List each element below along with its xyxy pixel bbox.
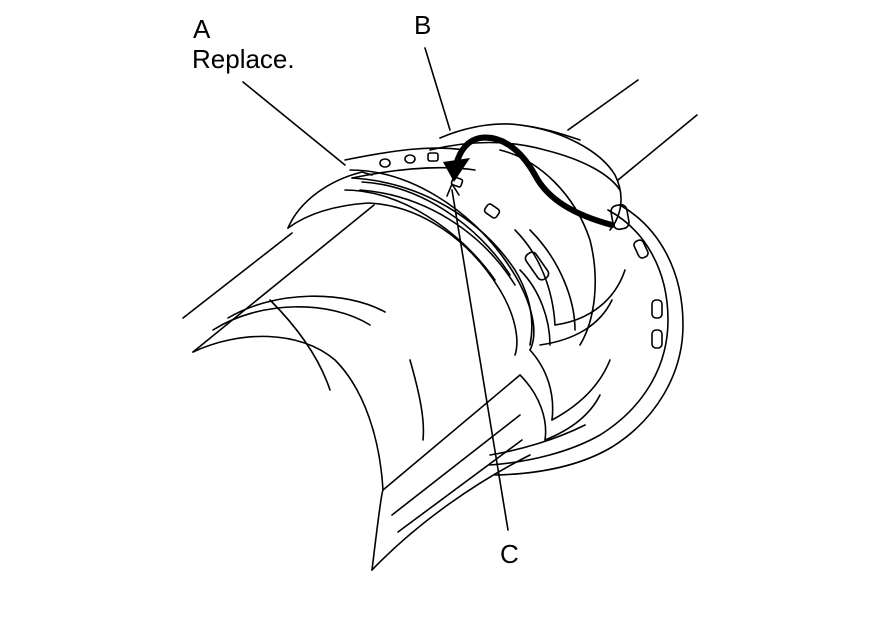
joint-end-face [287,169,535,356]
band-a [344,147,550,346]
callout-a-letter: A [193,14,211,44]
leader-line-c [451,189,509,531]
direction-arrow [443,134,615,228]
callout-c-letter: C [500,539,519,569]
outer-housing [182,204,531,571]
drive-shaft [567,79,698,181]
leader-line-b [424,47,451,131]
callout-a-note: Replace. [192,44,295,74]
leader-line-a [242,81,346,166]
leader-c-arrowhead [446,183,460,197]
band-small [489,203,684,476]
callout-b-letter: B [414,10,432,40]
cv-boot [429,123,626,456]
